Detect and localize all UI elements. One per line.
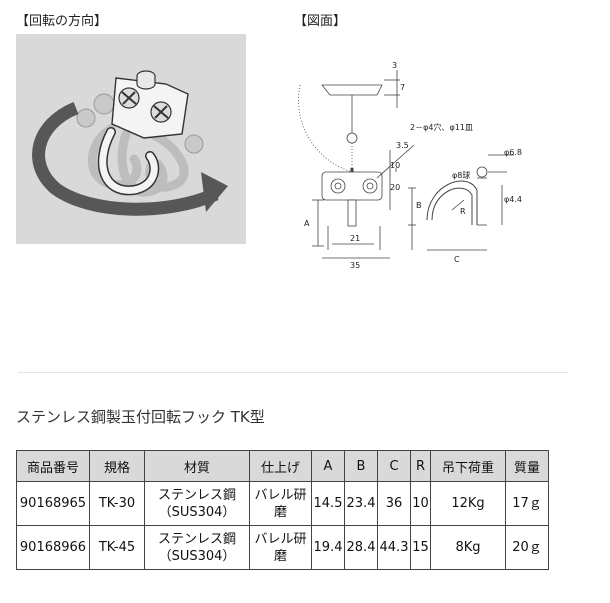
holes-note-label: 2－φ4穴、φ11皿 — [410, 122, 473, 132]
table-cell: 28.4 — [344, 525, 378, 570]
table-cell: 20ｇ — [505, 525, 549, 570]
dim-21-label: 21 — [350, 234, 360, 243]
table-cell: 19.4 — [311, 525, 345, 570]
header-cell: 仕上げ — [249, 450, 312, 482]
dim-3-label: 3 — [392, 61, 397, 70]
header-cell: B — [344, 450, 378, 482]
table-cell: バレル研 磨 — [249, 525, 312, 570]
table-cell: 17ｇ — [505, 481, 549, 526]
header-cell: 商品番号 — [16, 450, 90, 482]
dim-3-5-label: 3.5 — [396, 141, 409, 150]
spec-table: 商品番号 規格 材質 仕上げ A B C R 吊下荷重 質量 90168965 … — [16, 450, 549, 570]
dim-phi8-ball-label: φ8球 — [452, 170, 470, 180]
table-cell: バレル研 磨 — [249, 481, 312, 526]
header-cell: R — [410, 450, 431, 482]
header-cell: 吊下荷重 — [430, 450, 506, 482]
dim-a-label: A — [304, 219, 310, 228]
dim-phi6-8-label: φ6.8 — [504, 148, 522, 157]
header-cell: C — [377, 450, 411, 482]
table-cell: 15 — [410, 525, 431, 570]
table-cell: TK-45 — [89, 525, 145, 570]
product-title: ステンレス鋼製玉付回転フック TK型 — [16, 408, 265, 426]
drawing-caption: 【図面】 — [294, 14, 347, 29]
table-cell: 90168965 — [16, 481, 90, 526]
dim-c-label: C — [454, 255, 460, 264]
table-cell: 14.5 — [311, 481, 345, 526]
section-divider — [18, 372, 568, 373]
table-cell: 12Kg — [430, 481, 506, 526]
rotation-caption: 【回転の方向】 — [16, 14, 108, 29]
table-cell: 44.3 — [377, 525, 411, 570]
technical-drawing: 3 7 2－φ4穴、φ11皿 3.5 10 20 A 21 35 φ6.8 φ8… — [292, 50, 532, 280]
table-cell: 23.4 — [344, 481, 378, 526]
table-cell: 10 — [410, 481, 431, 526]
dim-10-label: 10 — [390, 161, 400, 170]
dim-35-label: 35 — [350, 261, 360, 270]
header-cell: A — [311, 450, 345, 482]
table-header-row: 商品番号 規格 材質 仕上げ A B C R 吊下荷重 質量 — [16, 450, 549, 482]
table-cell: 8Kg — [430, 525, 506, 570]
header-cell: 規格 — [89, 450, 145, 482]
table-row: 90168966 TK-45 ステンレス鋼 （SUS304） バレル研 磨 19… — [16, 525, 549, 570]
dim-20-label: 20 — [390, 183, 400, 192]
header-cell: 質量 — [505, 450, 549, 482]
dim-phi4-4-label: φ4.4 — [504, 195, 522, 204]
header-cell: 材質 — [144, 450, 250, 482]
dim-b-label: B — [416, 201, 422, 210]
dim-7-label: 7 — [400, 83, 405, 92]
table-cell: ステンレス鋼 （SUS304） — [144, 481, 250, 526]
dim-r-label: R — [460, 207, 466, 216]
table-cell: 36 — [377, 481, 411, 526]
rotation-illustration — [16, 34, 246, 244]
table-cell: ステンレス鋼 （SUS304） — [144, 525, 250, 570]
table-cell: 90168966 — [16, 525, 90, 570]
table-row: 90168965 TK-30 ステンレス鋼 （SUS304） バレル研 磨 14… — [16, 481, 549, 526]
table-cell: TK-30 — [89, 481, 145, 526]
